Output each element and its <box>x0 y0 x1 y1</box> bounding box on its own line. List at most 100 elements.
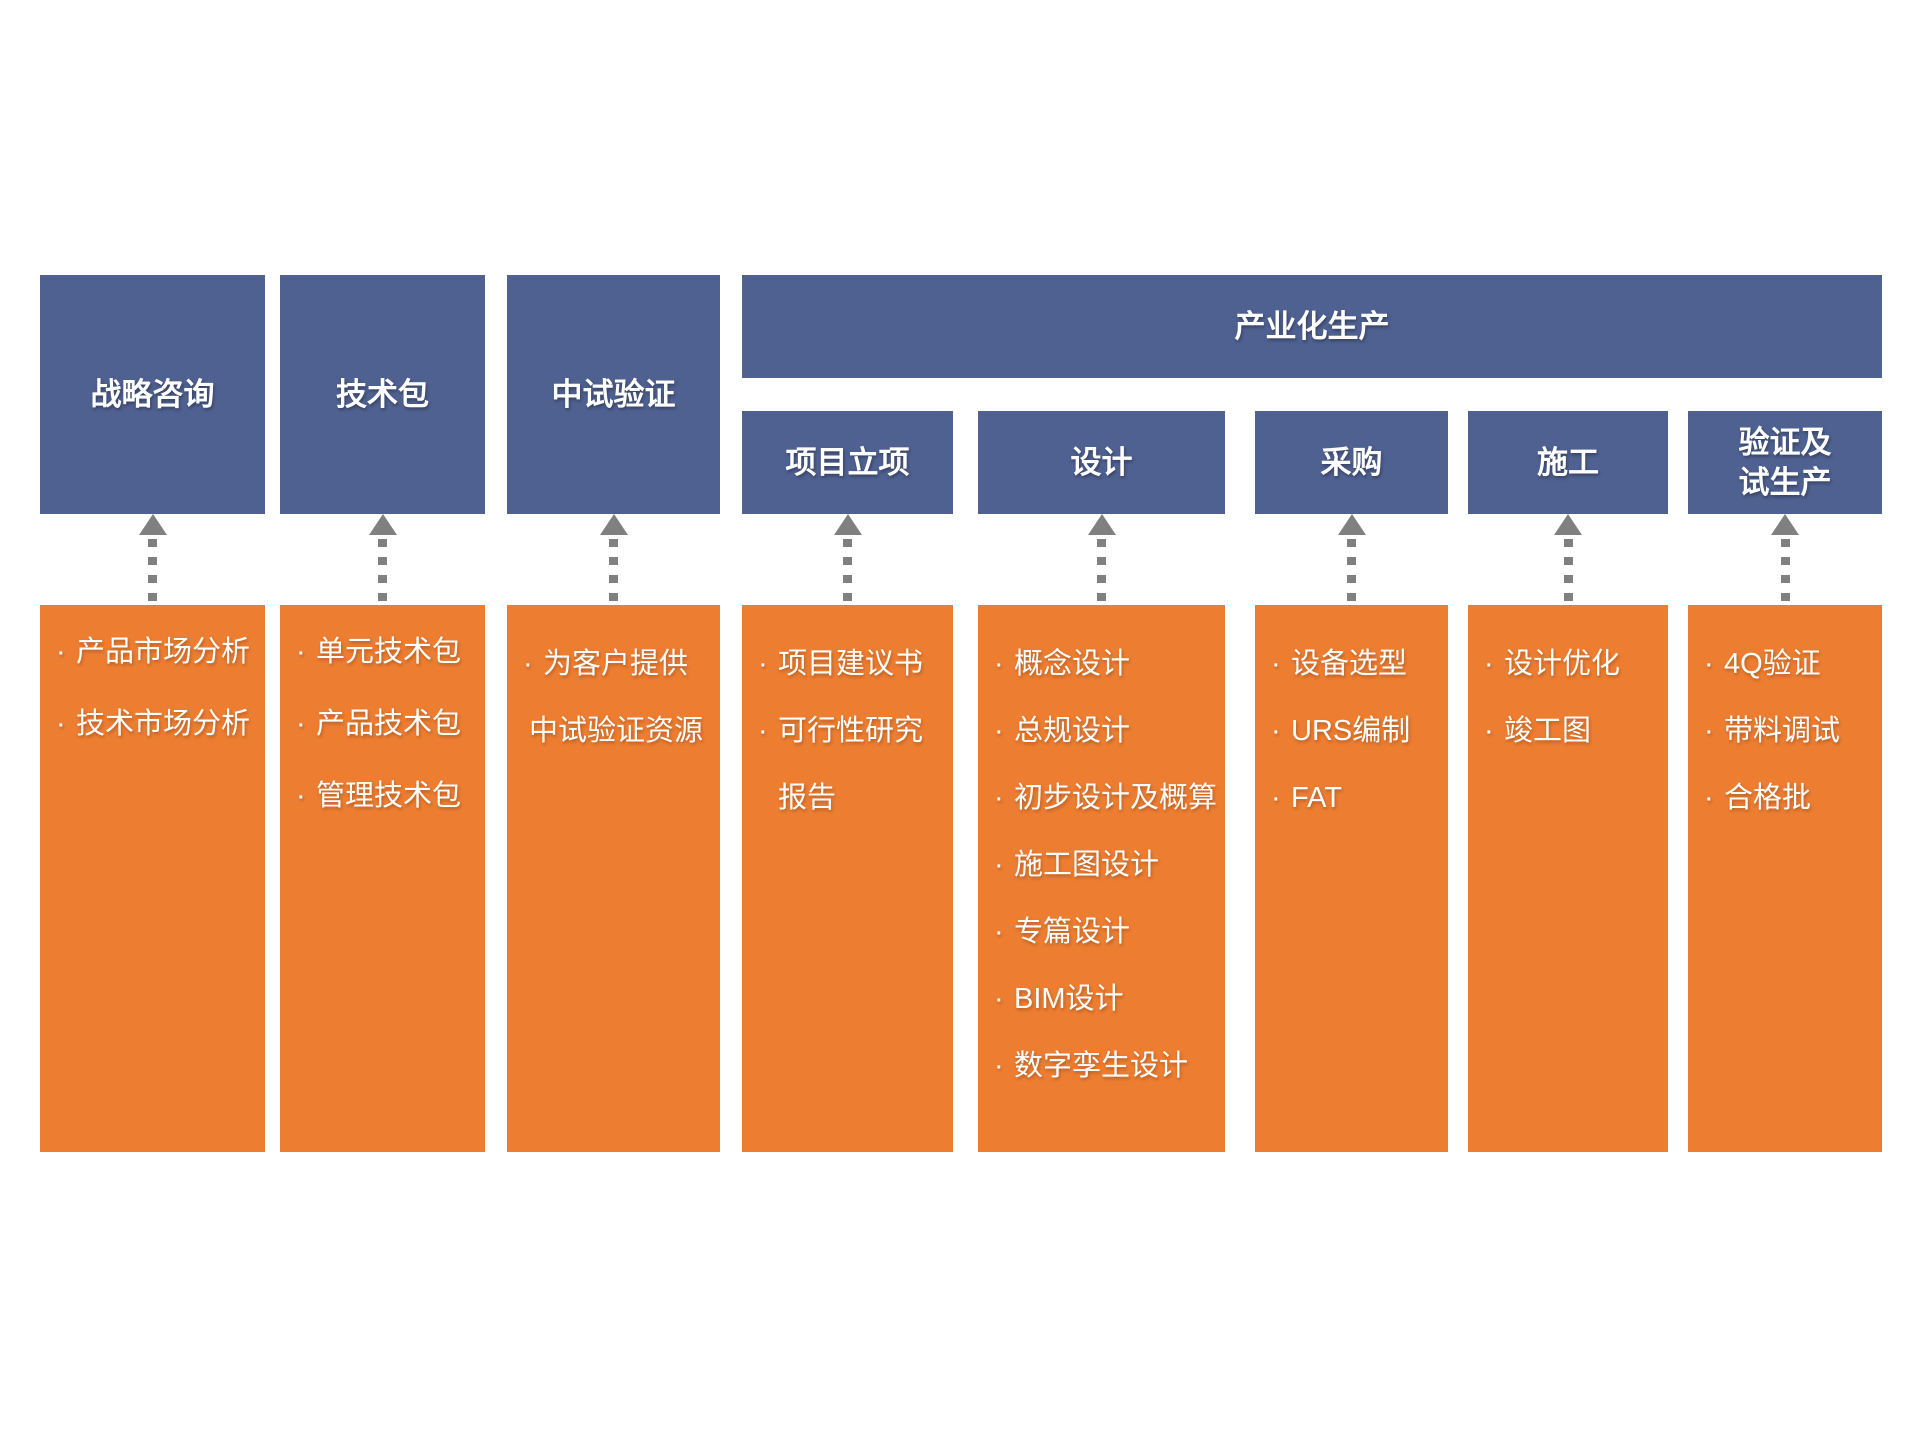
column-header-label: 项目立项 <box>785 444 910 480</box>
column-body-strategy-consulting: · 产品市场分析 · 技术市场分析 <box>40 605 265 1152</box>
arrow-shaft <box>1780 539 1790 605</box>
list-item: 中试验证资源 <box>507 708 720 754</box>
column-header-label: 施工 <box>1537 444 1599 480</box>
arrow-shaft <box>148 539 157 605</box>
bullet-dot: · <box>56 636 66 668</box>
up-arrow-icon <box>138 514 168 605</box>
industrialization-production-header: 产业化生产 <box>742 275 1882 378</box>
up-arrow-icon <box>368 514 398 605</box>
column-header-construction: 施工 <box>1468 411 1668 514</box>
list-item-text: 总规设计 <box>1014 715 1131 747</box>
bullet-dot: · <box>994 849 1004 881</box>
arrow-shaft <box>378 539 387 605</box>
list-item: · 设备选型 <box>1255 641 1448 687</box>
column-header-label: 设计 <box>1070 444 1133 480</box>
arrow-head <box>833 514 862 535</box>
list-item-text: 中试验证资源 <box>529 715 704 747</box>
column-body-construction: · 设计优化 · 竣工图 <box>1468 605 1668 1152</box>
list-item: · BIM设计 <box>978 976 1225 1022</box>
bullet-dot: · <box>56 708 66 740</box>
list-item: ·产品技术包 <box>280 701 485 747</box>
list-item-text: 施工图设计 <box>1014 849 1160 881</box>
arrow-head <box>1087 514 1116 535</box>
list-item: · 概念设计 <box>978 641 1225 687</box>
bullet-dot: · <box>994 1050 1004 1082</box>
arrow-shaft <box>1563 539 1573 605</box>
bullet-dot: · <box>1271 648 1281 680</box>
industrialization-production-label: 产业化生产 <box>1234 308 1390 344</box>
arrow-head <box>1554 514 1582 535</box>
column-header-pilot-verification: 中试验证 <box>507 275 720 514</box>
list-item: · 施工图设计 <box>978 842 1225 888</box>
bullet-dot: · <box>296 636 306 668</box>
column-header-design: 设计 <box>978 411 1225 514</box>
list-item-text: 设备选型 <box>1291 648 1408 680</box>
bullet-dot: · <box>1484 715 1494 747</box>
column-header-label: 技术包 <box>336 376 429 412</box>
list-item: · URS编制 <box>1255 708 1448 754</box>
list-item-text: 管理技术包 <box>316 780 462 812</box>
arrow-shaft <box>1097 539 1106 605</box>
list-item-text: BIM设计 <box>1014 983 1124 1015</box>
list-item: · 4Q验证 <box>1688 641 1882 687</box>
bullet-dot: · <box>1704 648 1714 680</box>
column-body-design: · 概念设计 · 总规设计 · 初步设计及概算 · 施工图设计 · 专篇设计 · BIM设计 ·数字孪生… <box>978 605 1225 1152</box>
column-header-label: 采购 <box>1320 444 1383 480</box>
column-header-label: 试生产 <box>1738 464 1832 500</box>
list-item: · FAT <box>1255 775 1448 821</box>
bullet-dot: · <box>758 715 768 747</box>
arrow-shaft <box>609 539 618 605</box>
list-item: · 初步设计及概算 <box>978 775 1225 821</box>
list-item-text: 专篇设计 <box>1014 916 1131 948</box>
arrow-head <box>1337 514 1366 535</box>
list-item-text: 技术市场分析 <box>76 708 251 740</box>
list-item-text: 设计优化 <box>1504 648 1621 680</box>
column-body-procurement: · 设备选型 · URS编制 · FAT <box>1255 605 1448 1152</box>
arrow-head <box>138 514 167 535</box>
bullet-dot: · <box>994 648 1004 680</box>
up-arrow-icon <box>1337 514 1367 605</box>
list-item-text: 概念设计 <box>1014 648 1131 680</box>
column-header-technology-package: 技术包 <box>280 275 485 514</box>
list-item: · 设计优化 <box>1468 641 1668 687</box>
up-arrow-icon <box>599 514 629 605</box>
bullet-dot: · <box>994 916 1004 948</box>
list-item-text: 合格批 <box>1724 782 1812 814</box>
bullet-dot: · <box>994 782 1004 814</box>
list-item-text: 初步设计及概算 <box>1014 782 1218 814</box>
list-item-text: 产品技术包 <box>316 708 462 740</box>
bullet-dot: · <box>1484 648 1494 680</box>
list-item: · 专篇设计 <box>978 909 1225 955</box>
list-item-text: FAT <box>1291 782 1343 814</box>
list-item: · 竣工图 <box>1468 708 1668 754</box>
up-arrow-icon <box>1087 514 1117 605</box>
arrow-shaft <box>843 539 852 605</box>
bullet-dot: · <box>994 983 1004 1015</box>
list-item: · 单元技术包 <box>280 629 485 675</box>
column-header-strategy-consulting: 战略咨询 <box>40 275 265 514</box>
bullet-dot: · <box>758 648 768 680</box>
bullet-dot: · <box>1271 715 1281 747</box>
list-item: · 管理技术包 <box>280 773 485 819</box>
list-item: 报告 <box>742 775 953 821</box>
list-item-text: 4Q验证 <box>1724 648 1821 680</box>
column-header-project-initiation: 项目立项 <box>742 411 953 514</box>
list-item: · 技术市场分析 <box>40 701 265 747</box>
list-item-text: URS编制 <box>1291 715 1411 747</box>
column-body-technology-package: · 单元技术包 ·产品技术包 · 管理技术包 <box>280 605 485 1152</box>
column-header-label: 中试验证 <box>551 376 676 412</box>
column-header-label: 验证及 <box>1738 424 1832 460</box>
list-item: ·数字孪生设计 <box>978 1043 1225 1089</box>
column-header-validation-trial-production: 验证及试生产 <box>1688 411 1882 514</box>
list-item-text: 单元技术包 <box>316 636 462 668</box>
list-item-text: 产品市场分析 <box>76 636 251 668</box>
list-item: ·带料调试 <box>1688 708 1882 754</box>
list-item: ·为客户提供 <box>507 641 720 687</box>
list-item: ·合格批 <box>1688 775 1882 821</box>
list-item-text: 竣工图 <box>1504 715 1592 747</box>
bullet-dot: · <box>296 780 306 812</box>
list-item: · 产品市场分析 <box>40 629 265 675</box>
bullet-dot: · <box>1271 782 1281 814</box>
list-item-text: 项目建议书 <box>778 648 924 680</box>
